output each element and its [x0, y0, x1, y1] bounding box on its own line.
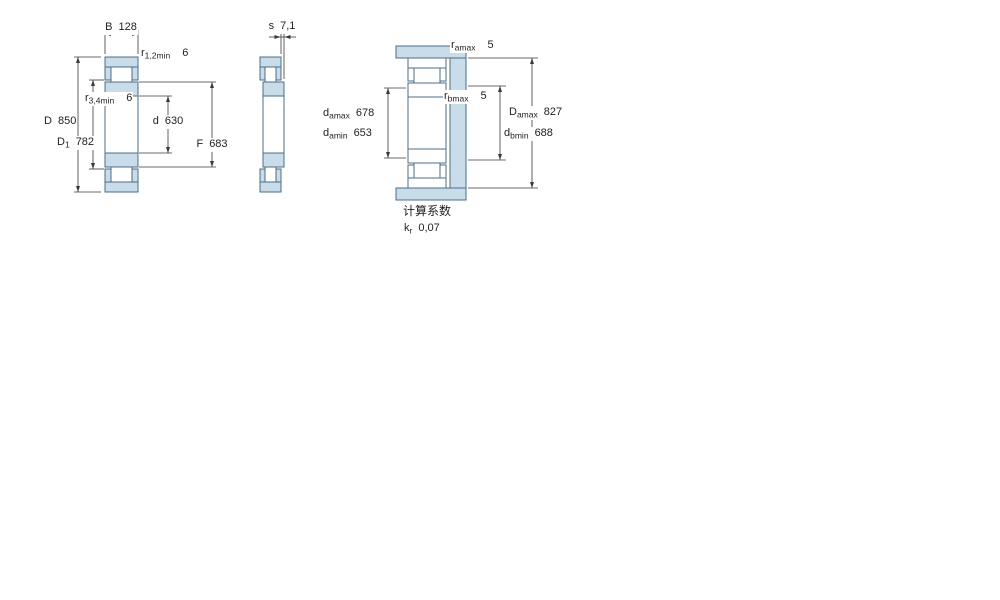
dim-value: 7,1 [280, 20, 296, 32]
dim-value: 0,07 [418, 222, 440, 234]
dim-value: 5 [487, 39, 494, 51]
dim-subscript: 1,2min [144, 50, 171, 61]
dim-label-dbmin: dbmin 688 [503, 127, 554, 142]
dim-symbol: d [323, 127, 330, 139]
dim-value: 6 [126, 92, 133, 104]
dim-symbol: d [323, 107, 330, 119]
dim-value: 683 [209, 138, 228, 150]
dim-label-D: D 850 [43, 115, 78, 130]
dim-value: 782 [75, 136, 95, 148]
dim-value: 5 [480, 90, 487, 102]
dim-symbol: r [451, 39, 455, 51]
dim-label-Damax: Damax 827 [508, 106, 564, 121]
bore-edges [262, 96, 285, 153]
calc-factors-title-text: 计算系数 [403, 204, 452, 218]
dim-symbol: d [152, 115, 159, 127]
dim-label-r12min: r1,2min 6 [140, 47, 190, 62]
dim-symbol: r [85, 92, 89, 104]
left-view-cross-section [104, 56, 139, 193]
right-view-dimension-lines [384, 57, 538, 189]
dim-value: 688 [534, 127, 553, 139]
dim-label-damin: damin 653 [322, 127, 373, 142]
dim-value: 630 [164, 115, 184, 127]
dim-subscript: amax [329, 110, 350, 121]
dim-symbol: r [141, 47, 145, 59]
dim-label-ramax: ramax 5 [450, 39, 495, 54]
dim-label-s: s 7,1 [267, 20, 297, 35]
dim-symbol: D [44, 115, 52, 127]
dim-value: 827 [543, 106, 563, 118]
dim-symbol: B [105, 21, 113, 33]
calc-factors-title: 计算系数 [402, 204, 453, 219]
dim-value: 6 [182, 47, 189, 59]
dim-subscript: amax [454, 42, 476, 53]
dim-value: 850 [57, 115, 77, 127]
dim-label-d: d 630 [151, 115, 185, 130]
dim-symbol: D [57, 136, 65, 148]
inner-ring [262, 81, 285, 168]
dim-symbol: d [504, 127, 511, 139]
dim-subscript: 3,4min [88, 95, 115, 106]
dim-symbol: r [444, 90, 448, 102]
dim-label-r34min: r3,4min 6 [84, 92, 134, 107]
dim-symbol: s [268, 20, 275, 32]
middle-view-dimension-lines [269, 32, 296, 79]
outer-ring [104, 56, 139, 193]
dim-symbol: F [196, 138, 204, 150]
right-view-mounting [395, 45, 467, 201]
calc-factor-kr: kr 0,07 [403, 222, 441, 237]
dim-label-F: F 683 [195, 138, 229, 153]
bearing-outline [407, 57, 447, 189]
dim-value: 128 [118, 21, 137, 33]
dim-value: 678 [355, 107, 375, 119]
dim-value: 653 [353, 127, 372, 139]
dim-subscript: r [409, 225, 413, 236]
dim-subscript: bmax [447, 93, 469, 104]
dim-label-D1: D1 782 [56, 136, 96, 151]
dim-subscript: amax [516, 109, 538, 120]
dim-subscript: bmin [510, 130, 529, 141]
dim-label-B: B 128 [104, 21, 138, 36]
dim-symbol: D [509, 106, 517, 118]
middle-view-cross-section [259, 56, 285, 193]
dim-subscript: amin [329, 130, 348, 141]
dim-label-damax: damax 678 [322, 107, 376, 122]
dim-label-rbmax: rbmax 5 [443, 90, 488, 105]
dim-subscript: 1 [64, 139, 70, 150]
dim-symbol: k [404, 222, 410, 234]
